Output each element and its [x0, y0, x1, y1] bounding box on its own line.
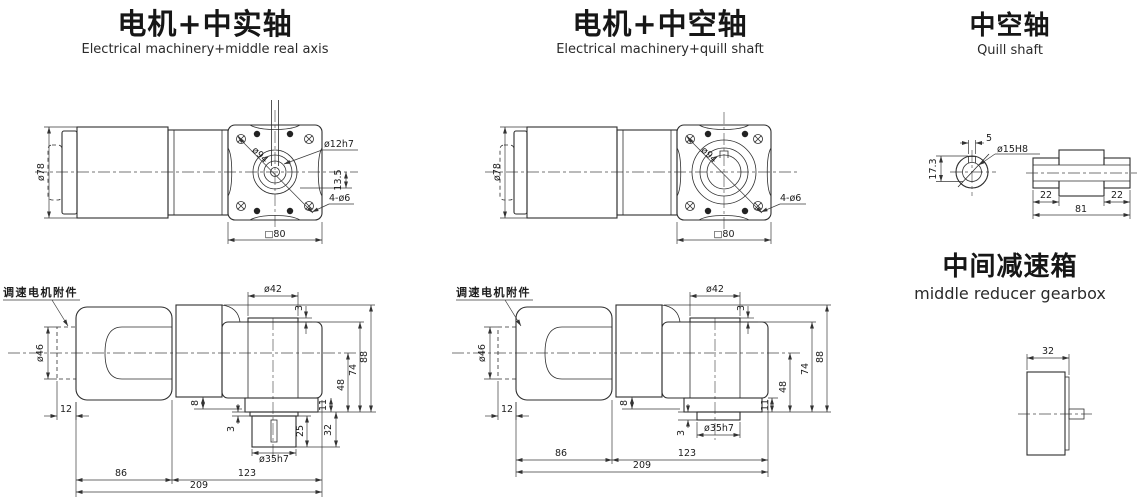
dim-label-reducer-32: 32 — [1042, 346, 1054, 357]
drawing-motor-solid-shaft-side-view: 调速电机附件 ø46 12 — [3, 284, 376, 497]
dim-label-d2side-3top: 3 — [736, 305, 747, 311]
dim-label-d1top-dia94: ø94 — [249, 145, 270, 165]
dim-label-d2side-dia35h7: ø35h7 — [704, 423, 734, 434]
dim-label-d1side-88: 88 — [359, 351, 370, 363]
title-motor-quill-shaft-zh: 电机+中空轴 — [572, 7, 748, 41]
drawing-quill-shaft-detail: 5 17.3 ø15H8 22 22 — [928, 133, 1137, 219]
dimensions-quill-end: 5 17.3 ø15H8 — [928, 133, 1040, 182]
dim-label-d2side-48: 48 — [778, 381, 789, 393]
title-quill-shaft: 中空轴 Quill shaft — [900, 11, 1120, 58]
dim-label-quill-22-left: 22 — [1040, 190, 1052, 201]
dim-label-d2side-86: 86 — [555, 448, 567, 459]
dimensions-d1top: ø78 ø94 ø12h7 13.5 4-ø6 □80 — [36, 126, 358, 244]
dim-label-d1side-123: 123 — [238, 468, 256, 479]
dim-label-d1side-32: 32 — [323, 424, 334, 436]
dim-label-d2top-square80: □80 — [713, 229, 734, 240]
title-motor-solid-shaft-zh: 电机+中实轴 — [117, 7, 293, 41]
dim-label-d2side-8: 8 — [619, 400, 630, 406]
dim-label-quill-dia15H8: ø15H8 — [997, 144, 1028, 155]
dim-label-d1side-48: 48 — [336, 379, 347, 391]
dimensions-quill-section: 22 22 81 — [1032, 190, 1131, 219]
title-quill-shaft-en: Quill shaft — [977, 42, 1043, 58]
title-middle-reducer-gearbox-en: middle reducer gearbox — [914, 283, 1106, 303]
dim-label-d1side-8: 8 — [190, 400, 201, 406]
dim-label-d2side-88: 88 — [815, 351, 826, 363]
dim-label-d2top-holes: 4-ø6 — [780, 193, 801, 204]
dim-label-d2side-123: 123 — [678, 448, 696, 459]
dim-label-d1side-dia42: ø42 — [264, 284, 282, 295]
title-quill-shaft-zh: 中空轴 — [969, 11, 1051, 41]
dim-label-d2side-11: 11 — [760, 399, 771, 411]
title-motor-solid-shaft: 电机+中实轴 Electrical machinery+middle real … — [40, 7, 370, 58]
dimensions-reducer: 32 — [1026, 346, 1070, 375]
dim-label-d1side-dia35h7: ø35h7 — [259, 454, 289, 465]
dim-label-d1top-dia78: ø78 — [36, 163, 47, 181]
title-middle-reducer-gearbox: 中间减速箱 middle reducer gearbox — [885, 252, 1135, 303]
title-middle-reducer-gearbox-zh: 中间减速箱 — [942, 252, 1078, 282]
drawing-motor-quill-shaft-top-view: ø78 ø94 4-ø6 □80 — [485, 112, 806, 244]
dim-label-quill-17-3: 17.3 — [928, 158, 939, 179]
drawing-motor-quill-shaft-side-view: 调速电机附件 ø46 12 ø42 — [452, 284, 831, 477]
dim-label-d1top-square80: □80 — [264, 229, 285, 240]
dim-label-d1side-209: 209 — [190, 480, 208, 491]
dim-label-d2side-12: 12 — [501, 404, 513, 415]
title-motor-quill-shaft-en: Electrical machinery+quill shaft — [556, 42, 764, 58]
dim-label-quill-5: 5 — [986, 133, 992, 144]
dim-label-d1side-11: 11 — [318, 399, 329, 411]
label-speed-motor-accessory-1: 调速电机附件 — [3, 285, 78, 299]
dim-label-d2side-dia46: ø46 — [477, 344, 488, 362]
label-speed-motor-accessory-2: 调速电机附件 — [456, 285, 531, 299]
dim-label-d2side-209: 209 — [633, 460, 651, 471]
dimensions-d2side: ø46 12 ø42 3 8 3 ø35h7 — [477, 284, 831, 477]
dim-label-d1side-dia46: ø46 — [35, 344, 46, 362]
dim-label-d2side-74: 74 — [800, 363, 811, 375]
dim-label-d1top-holes: 4-ø6 — [329, 193, 350, 204]
dimensions-d2top: ø78 ø94 4-ø6 □80 — [492, 126, 806, 244]
dim-label-d1top-dia12h7: ø12h7 — [324, 139, 354, 150]
dim-label-d2top-dia78: ø78 — [492, 163, 503, 181]
drawing-motor-solid-shaft-top-view: ø78 ø94 ø12h7 13.5 4-ø6 □80 — [35, 100, 358, 244]
dim-label-d2top-dia94: ø94 — [698, 145, 719, 165]
title-motor-quill-shaft: 电机+中空轴 Electrical machinery+quill shaft — [470, 7, 850, 58]
dim-label-d1top-13-5: 13.5 — [333, 169, 344, 190]
dim-label-d1side-3top: 3 — [294, 305, 305, 311]
dim-label-d2side-dia42: ø42 — [706, 284, 724, 295]
dim-label-quill-22-right: 22 — [1111, 190, 1123, 201]
dim-label-d1side-25: 25 — [295, 425, 306, 437]
dim-label-quill-81: 81 — [1075, 204, 1087, 215]
dim-label-d1side-12: 12 — [60, 404, 72, 415]
dim-label-d2side-3bot: 3 — [676, 430, 687, 436]
title-motor-solid-shaft-en: Electrical machinery+middle real axis — [81, 42, 329, 58]
drawing-middle-reducer-gearbox: 32 — [1018, 346, 1092, 456]
dim-label-d1side-3bot: 3 — [226, 426, 237, 432]
dim-label-d1side-74: 74 — [348, 364, 359, 376]
dim-label-d1side-86: 86 — [115, 468, 127, 479]
dimensions-d1side: ø46 12 ø42 3 8 3 — [35, 284, 376, 497]
quill-shaft-section — [1026, 149, 1137, 197]
